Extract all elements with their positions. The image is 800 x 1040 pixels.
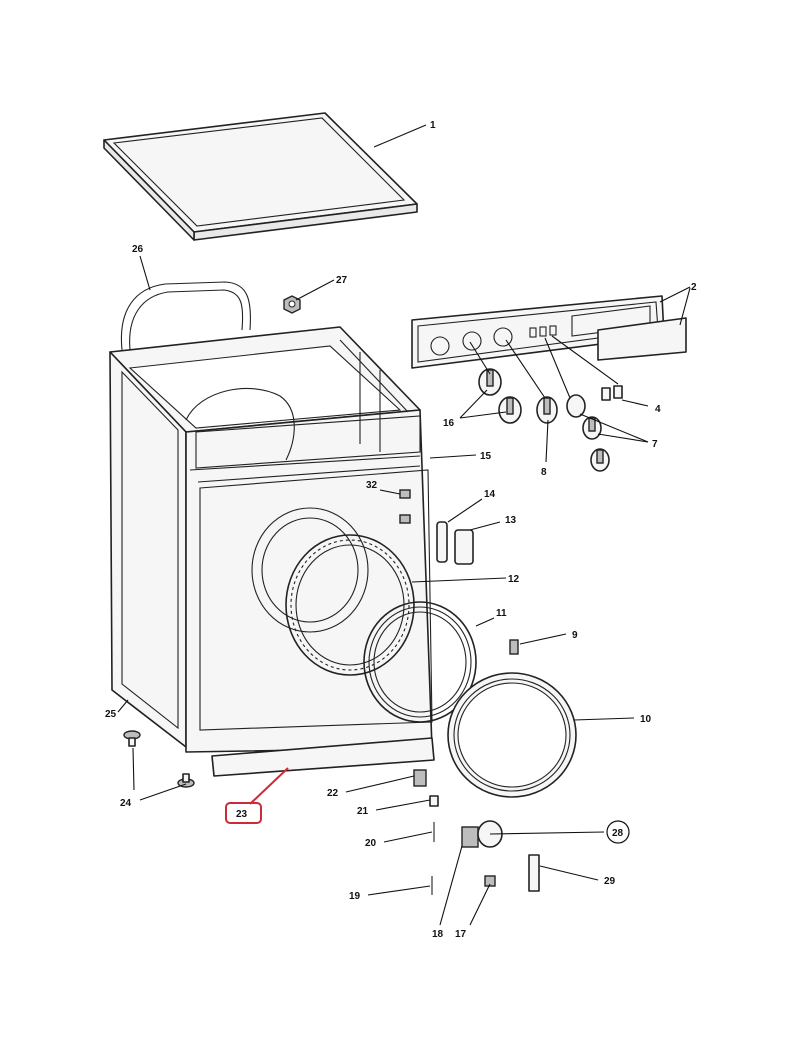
- label-12: 12: [508, 574, 520, 585]
- part-21-clip[interactable]: [429, 795, 439, 807]
- knob-16a[interactable]: [478, 368, 502, 396]
- label-4: 4: [655, 404, 661, 415]
- label-17: 17: [455, 929, 467, 940]
- label-27: 27: [336, 275, 348, 286]
- label-13: 13: [505, 515, 517, 526]
- label-29: 29: [604, 876, 616, 887]
- part-24-feet[interactable]: [123, 730, 195, 788]
- knob-7c[interactable]: [590, 448, 610, 472]
- label-26: 26: [132, 244, 144, 255]
- knob-16b[interactable]: [498, 396, 522, 424]
- part-32-clip[interactable]: [399, 489, 411, 524]
- part-1-top-lid[interactable]: [103, 112, 418, 241]
- label-11: 11: [496, 608, 507, 619]
- knob-7a[interactable]: [566, 394, 586, 418]
- label-25: 25: [105, 709, 117, 720]
- part-17-screw[interactable]: [484, 875, 496, 887]
- part-2-control-panel[interactable]: [411, 295, 687, 369]
- label-24: 24: [120, 798, 132, 809]
- part-9-pin[interactable]: [509, 639, 519, 655]
- knob-7b[interactable]: [582, 416, 602, 440]
- part-10-door[interactable]: [447, 672, 577, 798]
- part-11-inner-ring[interactable]: [363, 601, 477, 723]
- label-15: 15: [480, 451, 492, 462]
- part-22-bracket[interactable]: [413, 769, 427, 787]
- label-16: 16: [443, 418, 455, 429]
- label-18: 18: [432, 929, 444, 940]
- label-22: 22: [327, 788, 339, 799]
- porthole-opening: [251, 507, 369, 633]
- label-9: 9: [572, 630, 578, 641]
- label-19: 19: [349, 891, 361, 902]
- label-1: 1: [430, 120, 436, 131]
- highlight-23: [225, 767, 289, 824]
- part-29-latch[interactable]: [528, 854, 540, 892]
- part-23-plinth[interactable]: [211, 737, 435, 777]
- label-10: 10: [640, 714, 652, 725]
- label-14: 14: [484, 489, 496, 500]
- knob-8[interactable]: [536, 396, 558, 424]
- callout-circle-28: [606, 820, 630, 844]
- label-7: 7: [652, 439, 658, 450]
- part-25-cabinet[interactable]: [109, 326, 433, 753]
- label-32: 32: [366, 480, 378, 491]
- part-27-nut[interactable]: [283, 295, 301, 314]
- part-4-buttons[interactable]: [601, 385, 623, 401]
- label-23: 23: [236, 809, 248, 820]
- label-20: 20: [365, 838, 377, 849]
- label-8: 8: [541, 467, 547, 478]
- leader-lines: [117, 124, 691, 926]
- part-13-handle[interactable]: [454, 529, 474, 565]
- part-14-hinge[interactable]: [436, 521, 448, 563]
- label-28: 28: [612, 828, 624, 839]
- label-2: 2: [691, 282, 697, 293]
- part-26-hose[interactable]: [120, 281, 251, 351]
- label-21: 21: [357, 806, 369, 817]
